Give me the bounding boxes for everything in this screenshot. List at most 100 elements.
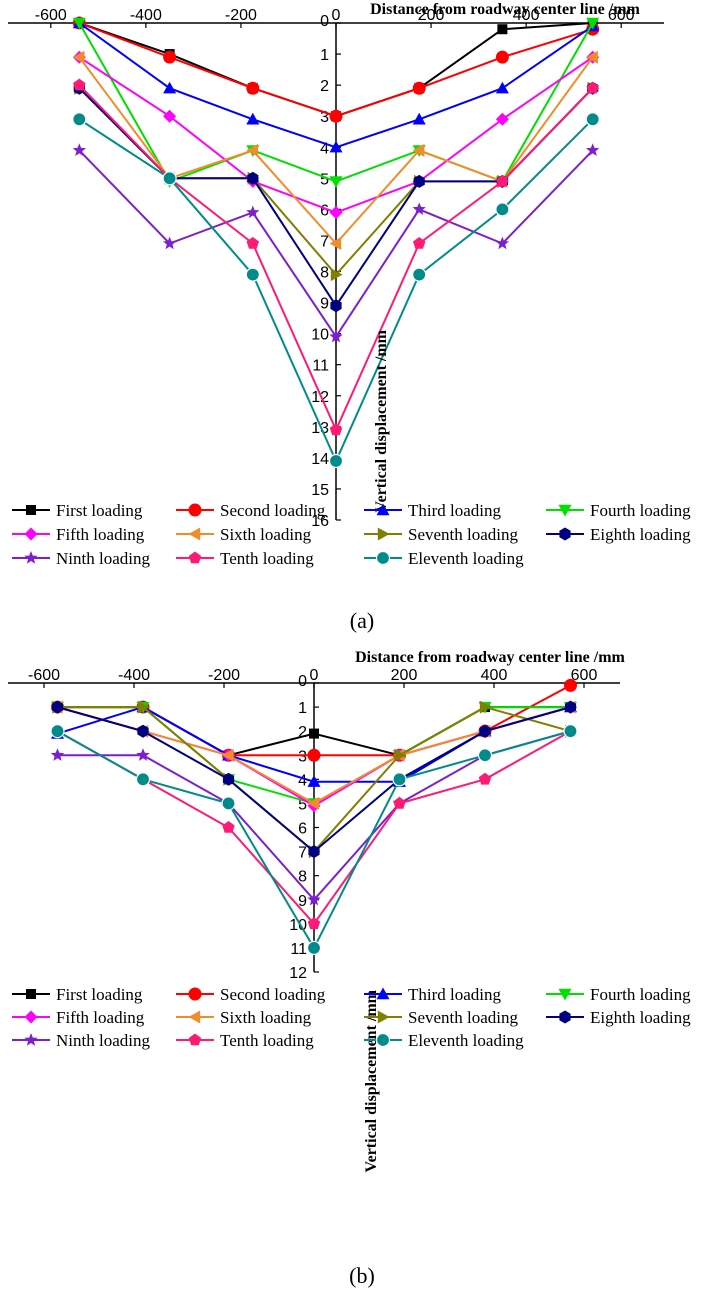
x-tick-label-a: -200: [225, 7, 257, 24]
legend-label: Ninth loading: [56, 549, 150, 568]
data-point: [585, 112, 600, 127]
y-tick-label-b: 12: [289, 965, 307, 982]
legend-label: First loading: [56, 985, 143, 1004]
legend-marker: [24, 1033, 38, 1046]
data-point: [413, 174, 425, 188]
data-point: [412, 112, 426, 125]
data-point: [163, 236, 177, 250]
y-tick-label-b: 6: [298, 821, 307, 838]
data-point: [246, 237, 259, 249]
data-point: [50, 724, 65, 739]
data-point: [497, 24, 508, 35]
legend-marker: [377, 527, 390, 541]
legend-marker: [375, 550, 391, 566]
legend-label: Sixth loading: [220, 1008, 312, 1027]
y-tick-label-a: 14: [311, 451, 329, 468]
y-tick-label-b: 4: [298, 772, 307, 789]
legend-marker: [188, 1033, 202, 1046]
legend-item: Fourth loading: [546, 985, 691, 1004]
y-tick-label-a: 0: [320, 13, 329, 30]
legend-label: Sixth loading: [220, 525, 312, 544]
x-tick-label-a: 0: [332, 7, 341, 24]
legend-marker: [558, 504, 572, 517]
data-point: [393, 796, 406, 809]
legend-marker: [26, 505, 36, 515]
y-tick-label-b: 1: [298, 700, 307, 717]
legend-marker: [377, 1010, 390, 1024]
data-point: [222, 821, 235, 833]
legend-label: Seventh loading: [408, 525, 519, 544]
legend-label: Seventh loading: [408, 1008, 519, 1027]
x-tick-label-b: -400: [118, 667, 150, 684]
legend-marker: [188, 503, 202, 517]
legend-label: Eleventh loading: [408, 549, 524, 568]
data-point: [309, 728, 319, 739]
legend-marker: [24, 527, 38, 541]
x-tick-label-a: -600: [35, 7, 67, 24]
data-point: [586, 143, 600, 156]
data-point: [412, 267, 427, 282]
data-point: [563, 724, 578, 739]
y-tick-label-a: 4: [320, 140, 329, 157]
data-point: [162, 171, 177, 186]
data-point: [412, 81, 426, 95]
panel-label-b: (b): [349, 1263, 375, 1288]
legend-item: Second loading: [176, 985, 326, 1004]
data-point: [329, 206, 343, 219]
legend-label: Eleventh loading: [408, 1031, 524, 1050]
y-tick-label-a: 7: [320, 233, 329, 250]
y-axis-title-b: Vertical displacement /mm: [363, 989, 380, 1172]
legend-label: Tenth loading: [220, 1031, 314, 1050]
data-point: [394, 748, 406, 762]
legend-item: Seventh loading: [364, 525, 519, 544]
legend-label: Fourth loading: [590, 985, 691, 1004]
data-point: [307, 796, 320, 810]
data-point: [73, 78, 86, 91]
data-point: [479, 700, 492, 714]
legend-item: Fourth loading: [546, 501, 691, 520]
y-tick-label-a: 15: [311, 482, 329, 499]
data-point: [495, 50, 509, 64]
legend-label: Second loading: [220, 985, 326, 1004]
data-point: [477, 748, 493, 763]
legend-marker: [26, 989, 36, 999]
legend-item: Ninth loading: [12, 549, 150, 568]
data-point: [247, 171, 259, 185]
data-point: [495, 202, 510, 217]
y-tick-label-b: 2: [298, 724, 307, 741]
legend-marker: [188, 527, 201, 541]
data-point: [412, 202, 426, 215]
data-point: [330, 268, 343, 282]
data-point: [329, 140, 343, 153]
data-point: [329, 329, 343, 343]
legend-label: Third loading: [408, 501, 502, 520]
data-point: [163, 50, 177, 64]
data-point: [329, 176, 343, 188]
data-point: [307, 775, 321, 787]
x-axis-title-a: Distance from roadway center line /mm: [370, 1, 640, 18]
series-9-a: [72, 143, 600, 343]
y-tick-label-b: 9: [298, 893, 307, 910]
legend-item: Eleventh loading: [364, 549, 524, 568]
y-tick-label-a: 9: [320, 296, 329, 313]
data-point: [564, 700, 577, 714]
legend-marker: [376, 987, 390, 1000]
y-tick-label-b: 8: [298, 869, 307, 886]
legend-marker: [24, 551, 38, 564]
legend-label: Tenth loading: [220, 549, 314, 568]
legend-item: Tenth loading: [176, 549, 314, 568]
data-point: [72, 17, 86, 30]
data-point: [586, 50, 598, 64]
y-tick-label-b: 11: [290, 941, 307, 958]
data-point: [478, 772, 492, 785]
legend-label: Ninth loading: [56, 1031, 150, 1050]
legend-item: First loading: [12, 985, 143, 1004]
data-point: [330, 299, 342, 313]
legend-label: Second loading: [220, 501, 326, 520]
x-axis-title-b: Distance from roadway center line /mm: [355, 649, 625, 666]
